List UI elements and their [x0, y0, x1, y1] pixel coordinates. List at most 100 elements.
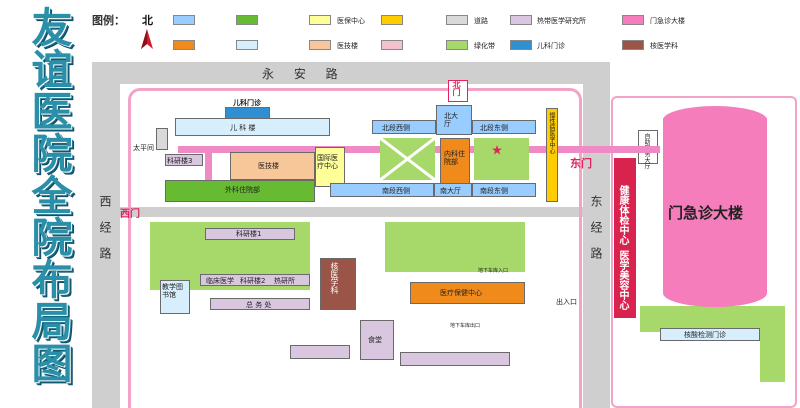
nucleic-acid-clinic [660, 328, 760, 341]
general-affairs [210, 298, 310, 310]
underground-entry: 地下车库入口 [478, 268, 509, 274]
north-gate-label: 北门 [452, 80, 461, 96]
checkup-strip [614, 158, 636, 318]
north-hall [436, 105, 472, 135]
north-east-wing [472, 120, 536, 134]
middle-road [120, 207, 583, 217]
east-inner-green [640, 306, 785, 332]
surgery-ward [165, 180, 315, 202]
internal-ward-label: 内科住院部 [444, 150, 465, 166]
research-1-label: 科研楼1 [236, 230, 262, 238]
north-arrow-icon [141, 29, 153, 49]
east-road [583, 62, 610, 408]
intl-center-label: 国际医疗中心 [317, 154, 338, 170]
north-hall-label: 北大厅 [444, 112, 458, 128]
legend-swatch-9 [236, 40, 258, 50]
outpatient-label: 门急诊大楼 [668, 204, 744, 222]
hot-research-label: 热研所 [274, 277, 295, 285]
research-1 [205, 228, 295, 240]
taiping-building [156, 128, 168, 150]
legend-swatch-2 [236, 15, 258, 25]
general-affairs-label: 总 务 处 [246, 301, 272, 309]
legend-swatch-7 [622, 15, 644, 25]
health-center-label: 医疗保健中心 [440, 289, 482, 297]
legend-swatch-10 [309, 40, 331, 50]
pediatric-clinic [225, 107, 270, 119]
legend-label-12: 绿化带 [474, 42, 495, 50]
health-center [410, 282, 525, 304]
nucleic-acid-label: 核酸检测门诊 [684, 331, 726, 339]
slow-lane-strip [546, 108, 558, 202]
clinical-label: 临床医学 [206, 277, 234, 285]
legend-swatch-5 [446, 15, 468, 25]
west-gate-label: 西门 [120, 209, 140, 220]
research-3-label: 科研楼3 [167, 157, 193, 165]
cafeteria-label: 食堂 [368, 336, 382, 344]
underground-exit: 地下车库出口 [450, 323, 481, 329]
south-east-wing [472, 183, 536, 197]
east-road-label: 东 经 路 [589, 195, 603, 259]
legend-label-6: 热带医学研究所 [537, 17, 586, 25]
south-low-block-2 [400, 352, 510, 366]
east-gate-label: 东门 [570, 157, 592, 170]
pediatric-clinic-label: 儿科门诊 [233, 99, 261, 107]
legend-label-7: 门急诊大楼 [650, 17, 685, 25]
east-inner-green-2 [760, 332, 785, 382]
north-road-label: 永 安 路 [262, 67, 346, 81]
slow-lane-label: 慢性病医学中心 [548, 112, 555, 154]
beauty-label: 医学美容中心 [617, 250, 628, 310]
legend-label-10: 医技楼 [337, 42, 358, 50]
medtech-building [230, 152, 315, 180]
star-icon [492, 145, 502, 155]
legend-swatch-8 [173, 40, 195, 50]
south-west-label: 南段西侧 [382, 187, 410, 195]
legend-swatch-14 [622, 40, 644, 50]
legend: 图例： 北 医保中心 道路 热带医学研究所 门急诊大楼 医技楼 绿化带 儿科门诊… [0, 0, 800, 60]
outpatient-building [663, 106, 767, 307]
legend-swatch-11 [381, 40, 403, 50]
legend-label-13: 儿科门诊 [537, 42, 565, 50]
courtyard-east [474, 138, 529, 180]
pink-bridge-down [205, 146, 212, 186]
legend-swatch-13 [510, 40, 532, 50]
north-west-wing [372, 120, 436, 134]
south-low-block [290, 345, 350, 359]
north-west-label: 北段西侧 [382, 124, 410, 132]
green-south-center [385, 222, 525, 272]
courtyard-paths [380, 138, 435, 180]
south-east-label: 南段东侧 [480, 187, 508, 195]
research-2 [200, 274, 310, 286]
library [160, 280, 190, 314]
checkup-label: 健康体检中心 [617, 185, 628, 245]
north-road [92, 62, 610, 84]
nuclear-medicine [320, 258, 356, 310]
legend-swatch-1 [173, 15, 195, 25]
taiping-label: 太平间 [133, 144, 154, 152]
surgery-ward-label: 外科住院部 [225, 186, 260, 194]
research-3 [165, 154, 203, 166]
medtech-label: 医技楼 [258, 162, 279, 170]
library-label: 教学图书馆 [162, 283, 183, 299]
south-west-wing [330, 183, 434, 197]
legend-swatch-3 [309, 15, 331, 25]
exit-label: 出入口 [556, 298, 577, 306]
west-road [92, 84, 120, 408]
legend-label-3: 医保中心 [337, 17, 365, 25]
campus-boundary [128, 88, 582, 408]
internal-ward [440, 138, 470, 188]
south-hall-label: 南大厅 [440, 187, 461, 195]
legend-swatch-12 [446, 40, 468, 50]
legend-swatch-6 [510, 15, 532, 25]
map-title: 友谊医院全院布局图 [24, 6, 72, 384]
west-road-label: 西 经 路 [98, 195, 112, 259]
north-gate-box [448, 80, 468, 102]
north-label: 北 [142, 14, 153, 27]
nuclear-label: 核医学科 [330, 262, 339, 294]
cafeteria [360, 320, 394, 360]
legend-prefix: 图例： [92, 14, 125, 27]
legend-swatch-4 [381, 15, 403, 25]
north-east-label: 北段东侧 [480, 124, 508, 132]
legend-label-14: 核医学科 [650, 42, 678, 50]
south-hall [434, 183, 472, 197]
